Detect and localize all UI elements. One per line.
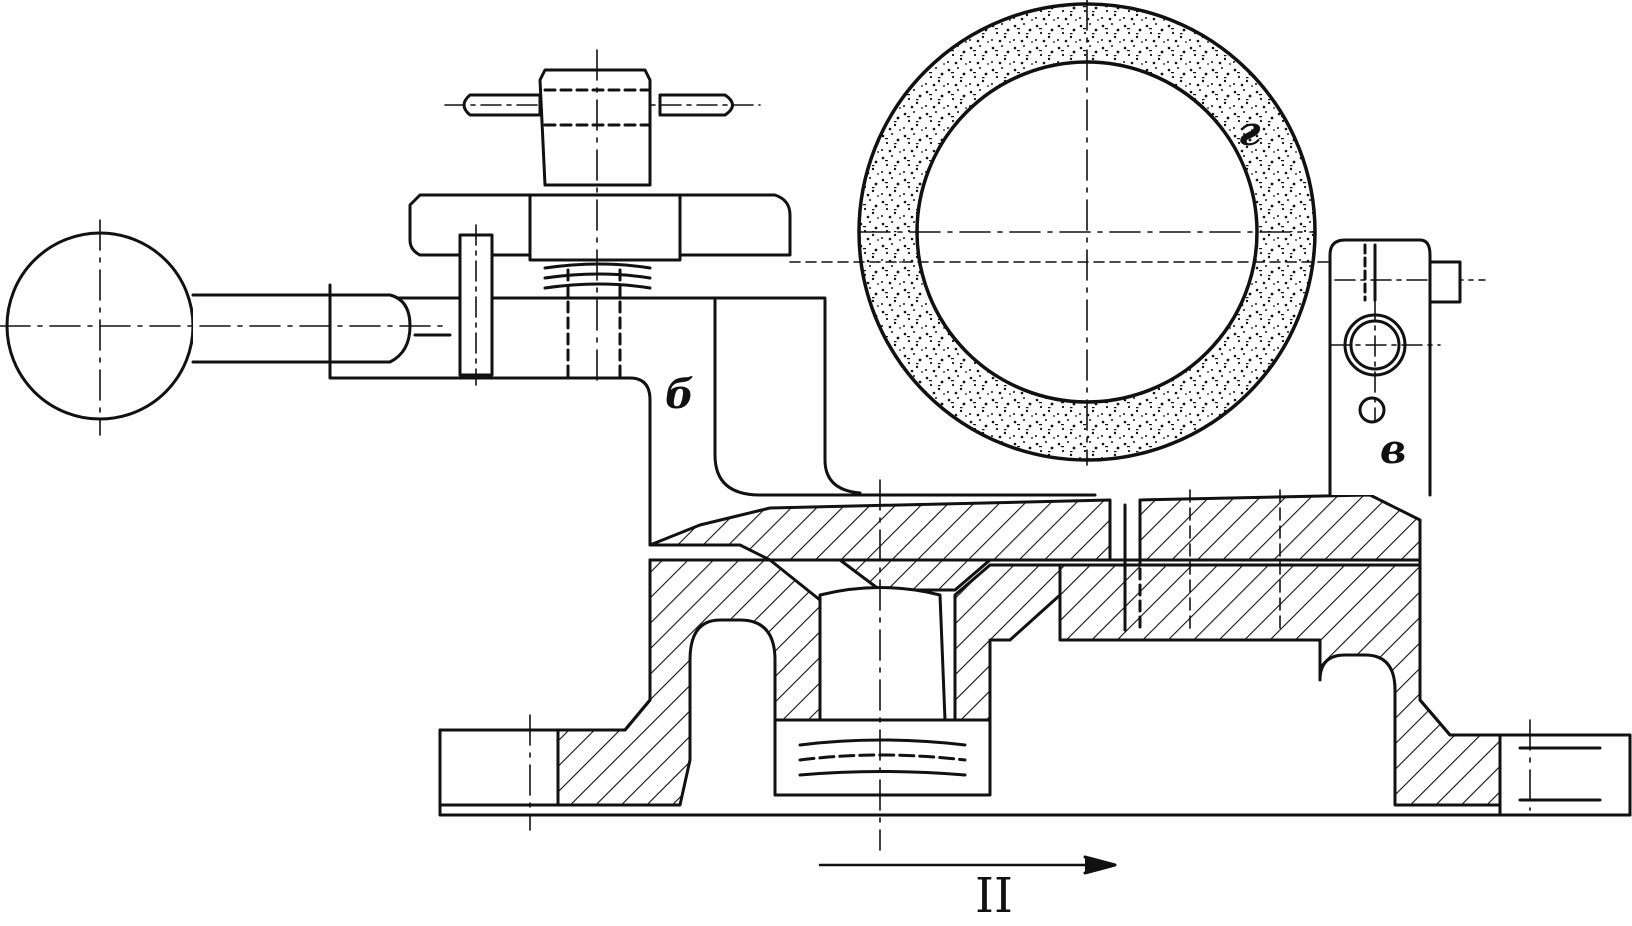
base-left-flange (438, 728, 560, 807)
base-right-body (1058, 563, 1502, 807)
right-post-v (1328, 238, 1486, 497)
base-outline (438, 558, 1632, 817)
base-casting (438, 558, 1632, 817)
section-arrow (818, 855, 1117, 875)
center-pin (773, 479, 992, 851)
label-g: г (1238, 108, 1261, 155)
base-right-flange (1498, 733, 1632, 817)
clamp-assembly (408, 49, 792, 386)
base-center-right (953, 563, 1062, 722)
grinding-wheel (789, 0, 1341, 466)
section-mark: II (975, 868, 1013, 924)
label-v: в (1380, 426, 1407, 473)
label-b: б (665, 371, 694, 418)
handle-ball (0, 219, 452, 436)
